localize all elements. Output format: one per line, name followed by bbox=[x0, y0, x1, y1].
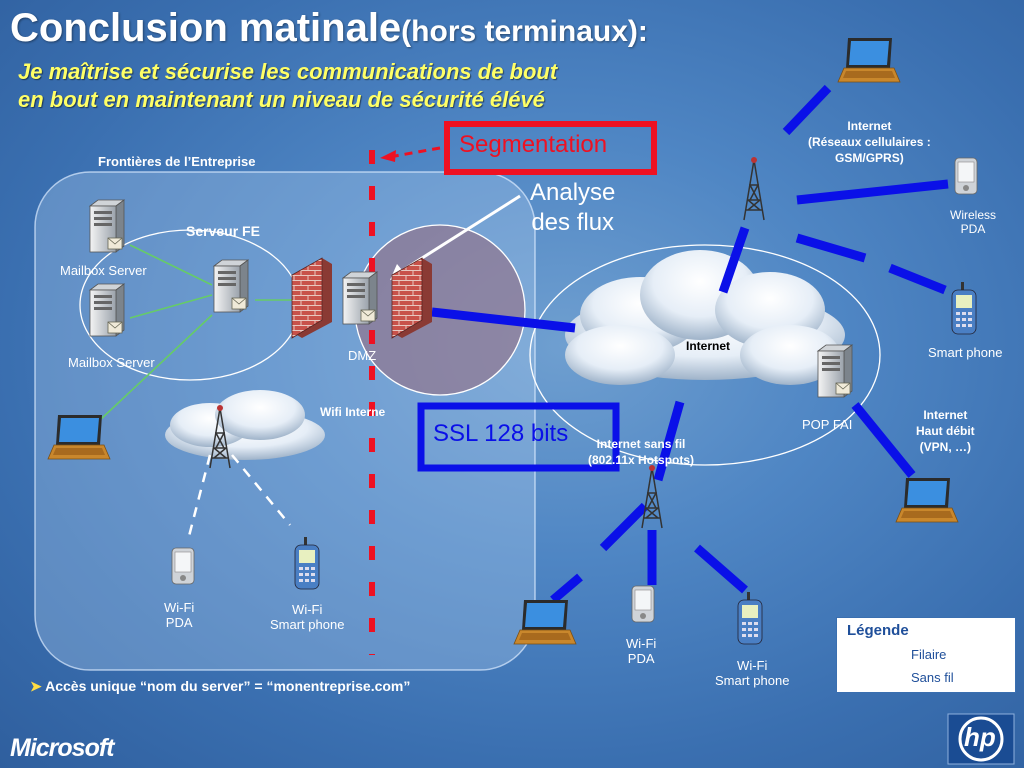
hp-logo-text: hp bbox=[964, 722, 996, 752]
pop-fai-server-icon bbox=[817, 344, 853, 398]
smartphone-icon bbox=[737, 591, 763, 645]
analyse-line: Analyse bbox=[530, 179, 616, 206]
legend-wireless-label: Sans fil bbox=[911, 670, 954, 685]
legend-box: Légende Filaire Sans fil bbox=[836, 617, 1016, 693]
segmentation-box bbox=[444, 121, 657, 175]
label-line: Wireless bbox=[950, 208, 997, 222]
label-line: Internet bbox=[847, 119, 892, 133]
internet-zone bbox=[529, 244, 881, 466]
bullet-arrow-icon: ➤ bbox=[30, 678, 42, 694]
label-line: PDA bbox=[627, 651, 655, 666]
antenna-icon bbox=[743, 156, 765, 221]
ssl-label: SSL 128 bits bbox=[433, 420, 569, 447]
label-line: (802.11x Hotspots) bbox=[588, 453, 695, 467]
wifi-interne-label: Wifi Interne bbox=[320, 405, 386, 419]
cellular-label: Internet (Réseaux cellulaires : GSM/GPRS… bbox=[808, 118, 931, 166]
pda-icon bbox=[631, 585, 655, 623]
wifi-interne-cloud-icon bbox=[165, 390, 325, 460]
dmz-label: DMZ bbox=[348, 348, 377, 363]
broadband-links bbox=[431, 307, 916, 478]
wifi-pda-label: Wi-Fi PDA bbox=[164, 600, 194, 630]
smartphone-label: Smart phone bbox=[928, 345, 1003, 360]
label-line: (VPN, …) bbox=[919, 440, 971, 454]
internet-wifi-pda-label: Wi-Fi PDA bbox=[626, 636, 656, 666]
label-line: Internet sans fil bbox=[596, 437, 686, 451]
analyse-line: des flux bbox=[531, 209, 615, 236]
sans-fil-label: Internet sans fil (802.11x Hotspots) bbox=[588, 436, 694, 468]
subtitle-line: Je maîtrise et sécurise les communicatio… bbox=[18, 59, 558, 84]
ssl-box bbox=[417, 402, 620, 472]
pop-fai-label: POP FAI bbox=[802, 417, 853, 432]
internal-wireless-links bbox=[186, 454, 291, 541]
label-line: Internet bbox=[923, 408, 968, 422]
segmentation-label: Segmentation bbox=[459, 131, 608, 158]
label-line: Haut débit bbox=[916, 424, 975, 438]
mailbox-server-icon bbox=[89, 283, 125, 337]
legend-wired-label: Filaire bbox=[911, 647, 947, 662]
page-title: Conclusion matinale(hors terminaux): bbox=[10, 6, 648, 50]
firewall-icon bbox=[291, 257, 332, 339]
server-fe-icon bbox=[213, 259, 249, 313]
legend-title: Légende bbox=[847, 622, 909, 639]
label-line: Wi-Fi bbox=[737, 658, 768, 673]
label-line: Wi-Fi bbox=[292, 602, 323, 617]
access-note: ➤ Accès unique “nom du server” = “monent… bbox=[30, 678, 410, 695]
page-subtitle: Je maîtrise et sécurise les communicatio… bbox=[18, 58, 557, 114]
firewall-icon bbox=[391, 257, 432, 339]
label-line: Wi-Fi bbox=[626, 636, 657, 651]
mailbox-server-label: Mailbox Server bbox=[68, 355, 155, 370]
label-line: (Réseaux cellulaires : bbox=[808, 135, 931, 149]
dmz-server-icon bbox=[342, 271, 378, 325]
internet-cloud-icon bbox=[565, 250, 845, 385]
microsoft-logo: Microsoft bbox=[10, 734, 114, 762]
label-line: Smart phone bbox=[715, 673, 790, 688]
frontieres-label: Frontières de l’Entreprise bbox=[98, 154, 256, 169]
label-line: PDA bbox=[960, 222, 986, 236]
internet-cloud-label: Internet bbox=[686, 339, 731, 353]
label-line: Wi-Fi bbox=[164, 600, 195, 615]
access-note-text: Accès unique “nom du server” = “monentre… bbox=[45, 678, 411, 694]
pda-icon bbox=[954, 157, 978, 195]
label-line: GSM/GPRS) bbox=[835, 151, 904, 165]
hp-logo bbox=[947, 713, 1015, 765]
subtitle-line: en bout en maintenant un niveau de sécur… bbox=[18, 87, 545, 112]
pda-icon bbox=[171, 547, 195, 585]
mailbox-server-icon bbox=[89, 199, 125, 253]
segmentation-arrow-icon bbox=[380, 146, 441, 162]
haut-debit-label: Internet Haut débit (VPN, …) bbox=[916, 407, 975, 455]
smartphone-icon bbox=[951, 281, 977, 335]
mailbox-server-label: Mailbox Server bbox=[60, 263, 147, 278]
external-wireless-links bbox=[550, 84, 949, 604]
laptop-icon bbox=[895, 477, 959, 523]
label-line: Smart phone bbox=[270, 617, 345, 632]
label-line: PDA bbox=[165, 615, 193, 630]
analyse-label: Analyse des flux bbox=[530, 178, 615, 238]
wifi-smartphone-label: Wi-Fi Smart phone bbox=[270, 602, 344, 632]
internet-wifi-smartphone-label: Wi-Fi Smart phone bbox=[715, 658, 789, 688]
wireless-pda-label: Wireless PDA bbox=[950, 208, 996, 236]
serveur-fe-label: Serveur FE bbox=[186, 223, 260, 239]
laptop-icon bbox=[837, 37, 901, 83]
